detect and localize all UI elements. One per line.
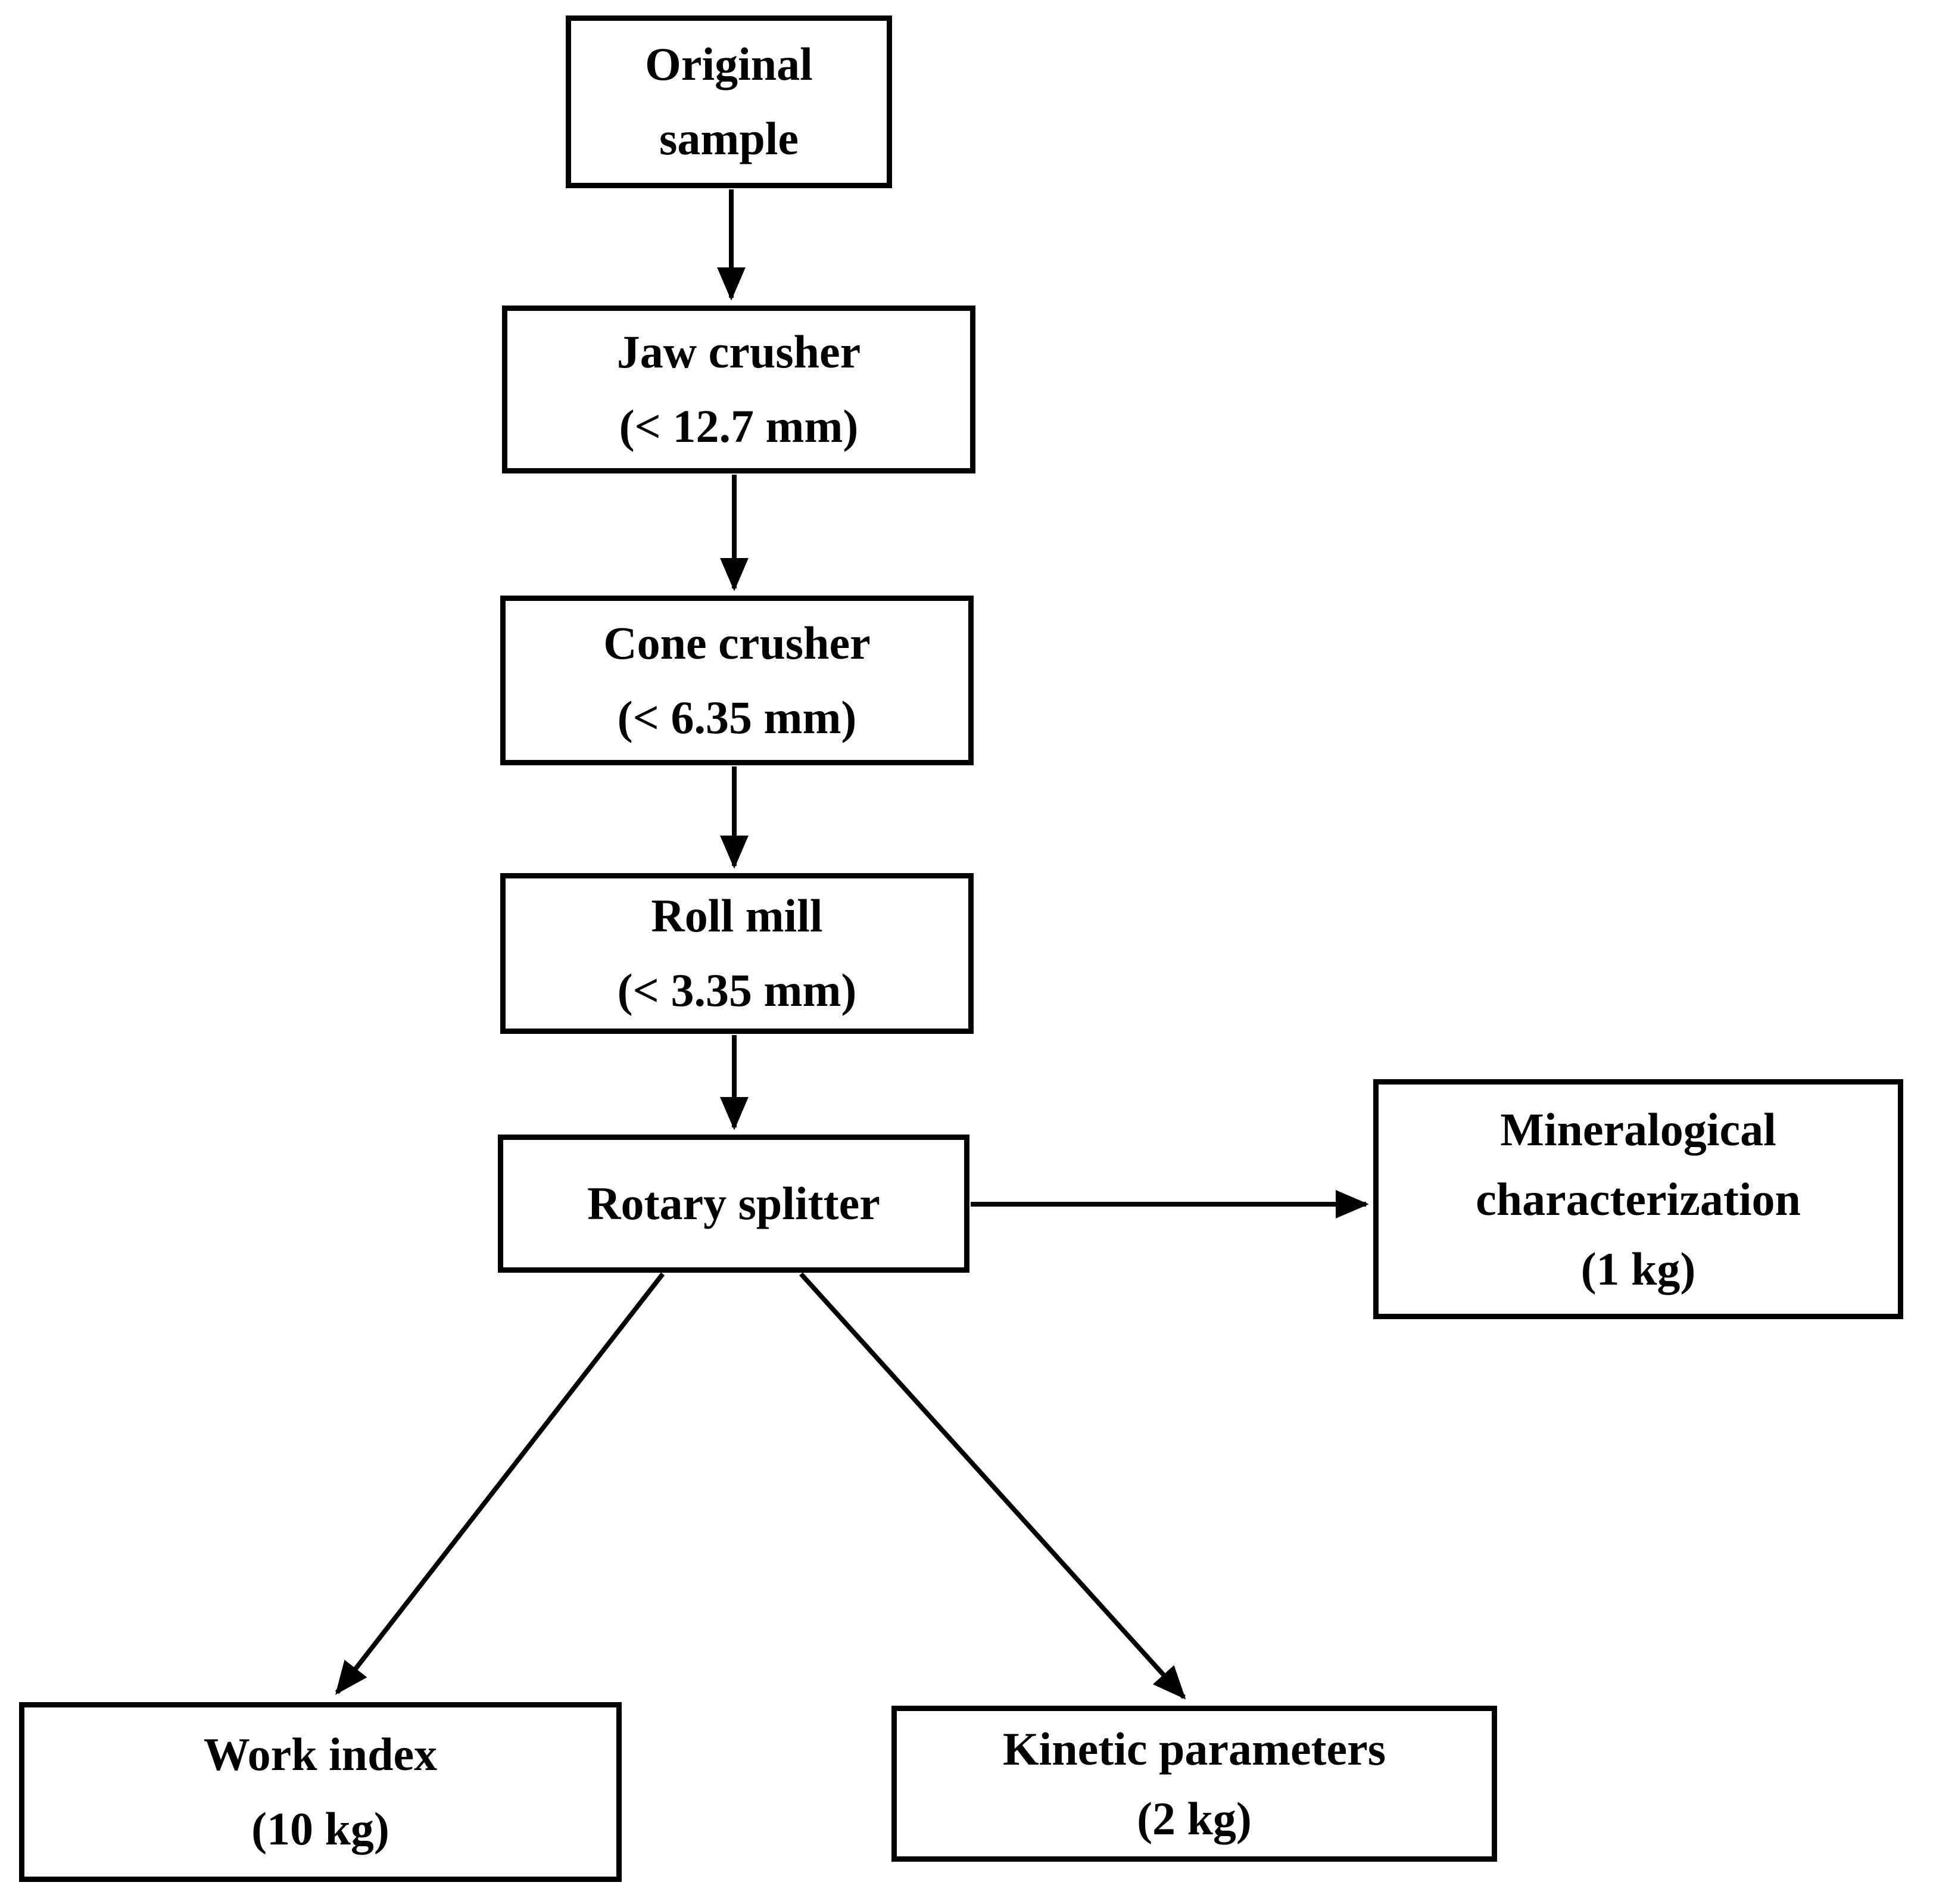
node-label-line: (2 kg): [1137, 1793, 1252, 1844]
node-jaw-crusher: Jaw crusher (< 12.7 mm): [502, 306, 975, 473]
node-original-sample: Original sample: [566, 15, 892, 188]
node-work-index: Work index (10 kg): [19, 1702, 622, 1882]
node-label-line: Jaw crusher: [616, 326, 861, 378]
node-label-line: Roll mill: [651, 890, 823, 942]
node-label-line: (< 6.35 mm): [617, 691, 857, 743]
node-rotary-splitter: Rotary splitter: [498, 1135, 969, 1273]
arrow-rotary-splitter-to-kinetic-parameters: [799, 1272, 1186, 1700]
node-label-line: Cone crusher: [603, 616, 871, 669]
node-label-line: sample: [659, 113, 799, 164]
node-cone-crusher: Cone crusher (< 6.35 mm): [500, 596, 974, 765]
node-mineralogical-characterization: Mineralogical characterization (1 kg): [1373, 1079, 1903, 1319]
node-label-line: (< 3.35 mm): [617, 964, 857, 1016]
node-label-line: Original: [645, 38, 813, 91]
node-kinetic-parameters: Kinetic parameters (2 kg): [891, 1706, 1497, 1862]
arrow-rotary-splitter-to-work-index: [335, 1272, 665, 1695]
node-roll-mill: Roll mill (< 3.35 mm): [500, 873, 974, 1034]
node-label-line: characterization: [1476, 1173, 1801, 1225]
node-label-line: (10 kg): [251, 1803, 389, 1855]
node-label-line: Kinetic parameters: [1002, 1723, 1386, 1775]
node-label-line: (< 12.7 mm): [619, 400, 859, 452]
node-label-line: (1 kg): [1580, 1243, 1696, 1295]
node-label-line: Work index: [203, 1728, 438, 1781]
node-label-line: Rotary splitter: [587, 1177, 880, 1229]
node-label-line: Mineralogical: [1500, 1104, 1776, 1155]
